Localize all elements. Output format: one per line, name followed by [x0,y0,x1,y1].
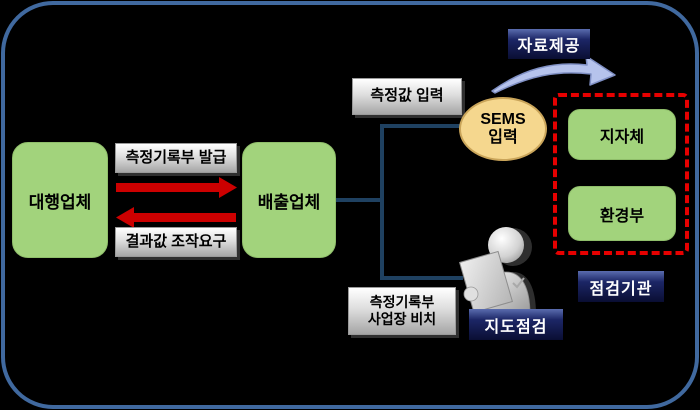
ministry-environment-label: 환경부 [599,207,645,225]
ministry-environment-node: 환경부 [568,186,676,241]
inspection-group-border [553,93,689,255]
request-manipulation-label: 결과값 조작요구 [115,227,237,257]
person-hand [463,286,479,302]
data-provide-arrow [491,55,616,94]
inspection-agency-text: 점검기관 [589,280,653,298]
inspector-person-icon [458,227,536,314]
request-manipulation-text: 결과값 조작요구 [125,232,227,250]
issue-record-label: 측정기록부 발급 [115,143,237,173]
input-measurement-text: 측정값 입력 [370,87,444,105]
emitter-node: 배출업체 [242,142,336,258]
input-measurement-label: 측정값 입력 [352,78,462,115]
guidance-inspection-label: 지도점검 [469,309,563,340]
issue-record-text: 측정기록부 발급 [125,148,227,166]
local-government-label: 지자체 [599,128,645,146]
keep-record-label: 측정기록부 사업장 비치 [348,287,456,335]
agency-node: 대행업체 [12,142,108,258]
sems-line1: SEMS [480,111,526,129]
emitter-label: 배출업체 [257,192,321,212]
inspection-agency-label: 점검기관 [578,271,664,302]
keep-record-line2: 사업장 비치 [367,311,437,327]
person-collar-mark [512,277,525,289]
keep-record-line1: 측정기록부 [369,293,435,310]
provide-data-label: 자료제공 [508,29,590,59]
sems-node: SEMS 입력 [459,97,547,161]
local-government-node: 지자체 [568,109,676,160]
arrow-request-manipulation [116,207,236,228]
agency-label: 대행업체 [28,192,92,212]
provide-data-text: 자료제공 [517,38,581,55]
sems-line2: 입력 [488,129,518,146]
guidance-inspection-text: 지도점검 [484,318,548,336]
arrow-issue-record [116,177,237,198]
